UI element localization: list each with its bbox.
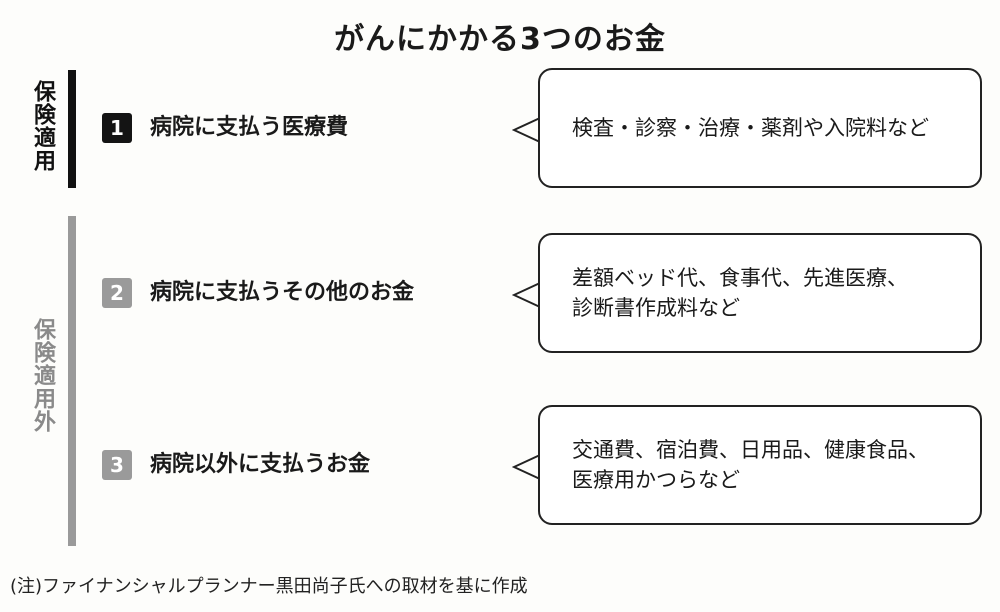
uncovered-group-bar xyxy=(68,216,76,546)
detail-bubble: 検査・診察・治療・薬剤や入院料など xyxy=(538,68,982,188)
detail-line: 交通費、宿泊費、日用品、健康食品、 xyxy=(572,438,929,462)
detail-bubble: 交通費、宿泊費、日用品、健康食品、 医療用かつらなど xyxy=(538,405,982,525)
item-number-badge: 3 xyxy=(102,450,132,480)
pointer-arrow-icon xyxy=(512,282,541,308)
pointer-arrow-icon xyxy=(512,454,541,480)
item-label: 病院以外に支払うお金 xyxy=(150,452,371,477)
uncovered-group-label: 保険適用外 xyxy=(30,318,55,433)
source-note: (注)ファイナンシャルプランナー黒田尚子氏への取材を基に作成 xyxy=(10,576,528,597)
detail-line: 医療用かつらなど xyxy=(572,468,740,492)
covered-group-bar xyxy=(68,70,76,188)
item-number-badge: 2 xyxy=(102,278,132,308)
detail-line: 差額ベッド代、食事代、先進医療、 xyxy=(572,266,908,290)
item-label: 病院に支払うその他のお金 xyxy=(150,280,415,305)
detail-line: 診断書作成料など xyxy=(572,296,740,320)
diagram-title: がんにかかる3つのお金 xyxy=(334,22,666,57)
item-label: 病院に支払う医療費 xyxy=(150,115,349,140)
item-number-badge: 1 xyxy=(102,113,132,143)
detail-bubble: 差額ベッド代、食事代、先進医療、 診断書作成料など xyxy=(538,233,982,353)
pointer-arrow-icon xyxy=(512,117,541,143)
detail-line: 検査・診察・治療・薬剤や入院料など xyxy=(572,116,929,140)
covered-group-label: 保険適用 xyxy=(30,80,55,172)
